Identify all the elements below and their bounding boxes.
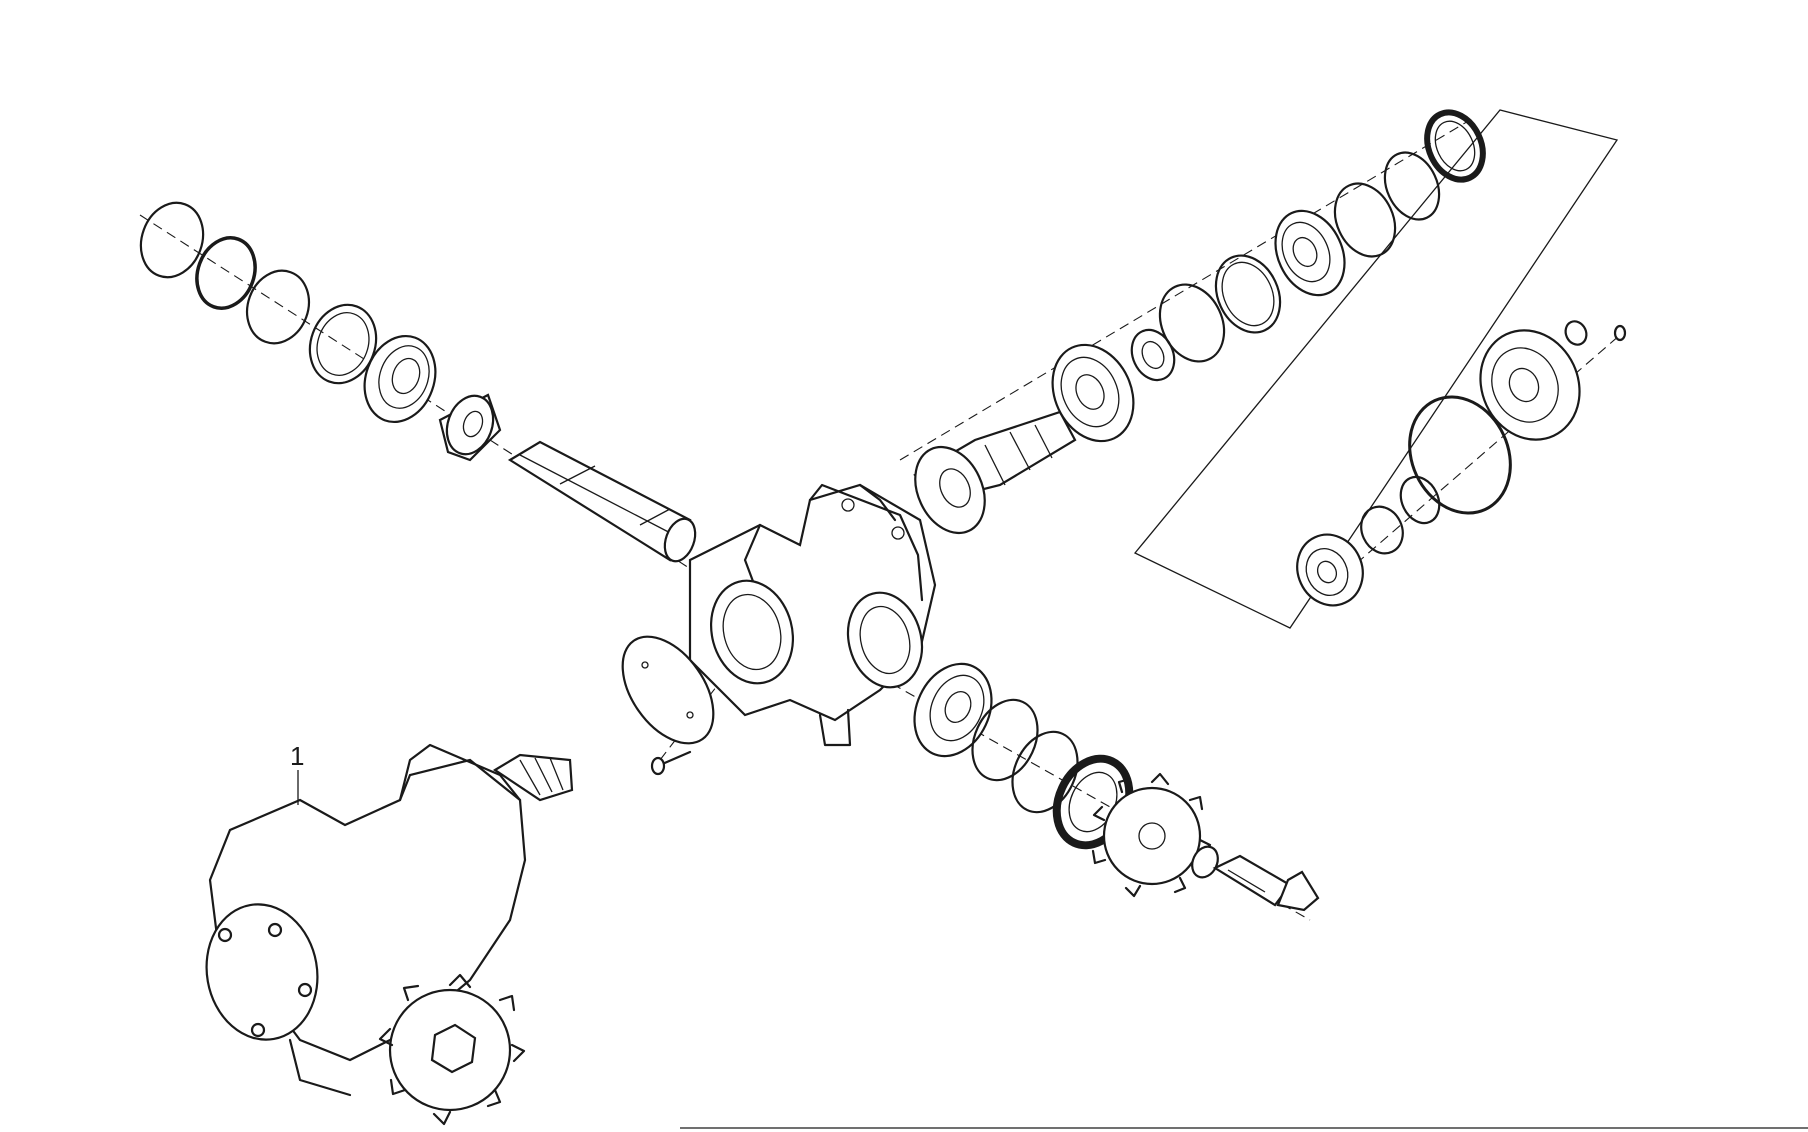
inset-grease-nipple [1613,324,1627,342]
washer-right-1 [1214,254,1282,334]
inset-circlip [1399,475,1441,525]
end-cover [205,903,319,1041]
gearbox-housing [688,483,937,747]
assembled-sprocket [378,973,526,1126]
cover-screw [658,750,692,767]
washer-front [971,698,1039,782]
assembled-gearbox: 1 [205,741,574,1126]
inset-washer [1360,505,1404,555]
splined-input-shaft [507,440,697,563]
circlip-right-1 [1158,283,1226,363]
spacer-ring [1130,328,1176,382]
left-shaft-group [139,201,697,563]
housing-bore-front [846,591,924,689]
circlip [139,201,205,279]
inset-axis [1319,334,1621,596]
circlip-right-2 [1383,151,1441,221]
inset-small-circlip [1564,320,1588,346]
housing-bore-left [709,579,795,685]
callout-label-1: 1 [290,741,304,771]
inset-bearing-small [1296,533,1364,607]
right-shaft-group [913,109,1486,535]
ball-bearing-front [913,662,993,758]
ball-bearing [363,334,437,424]
ball-bearing-right-2 [1274,209,1346,297]
inset-panel [1133,109,1627,629]
inset-bearing-large [1479,329,1581,441]
right-shaft-axis [899,119,1471,461]
o-ring [195,236,257,310]
oil-seal-right [1424,109,1486,183]
circlip-front [1011,730,1079,814]
sprocket [1091,772,1212,898]
hex-bolt [1212,854,1320,912]
bevel-pinion-gear [914,445,986,535]
shim-washer [245,269,311,345]
bevel-gear [438,393,502,462]
bevel-pinion-shaft [913,410,1077,535]
inset-o-ring [1408,395,1512,515]
ball-bearing-right [1051,343,1135,443]
cover-plate [621,635,715,776]
front-shaft-group [913,662,1320,912]
